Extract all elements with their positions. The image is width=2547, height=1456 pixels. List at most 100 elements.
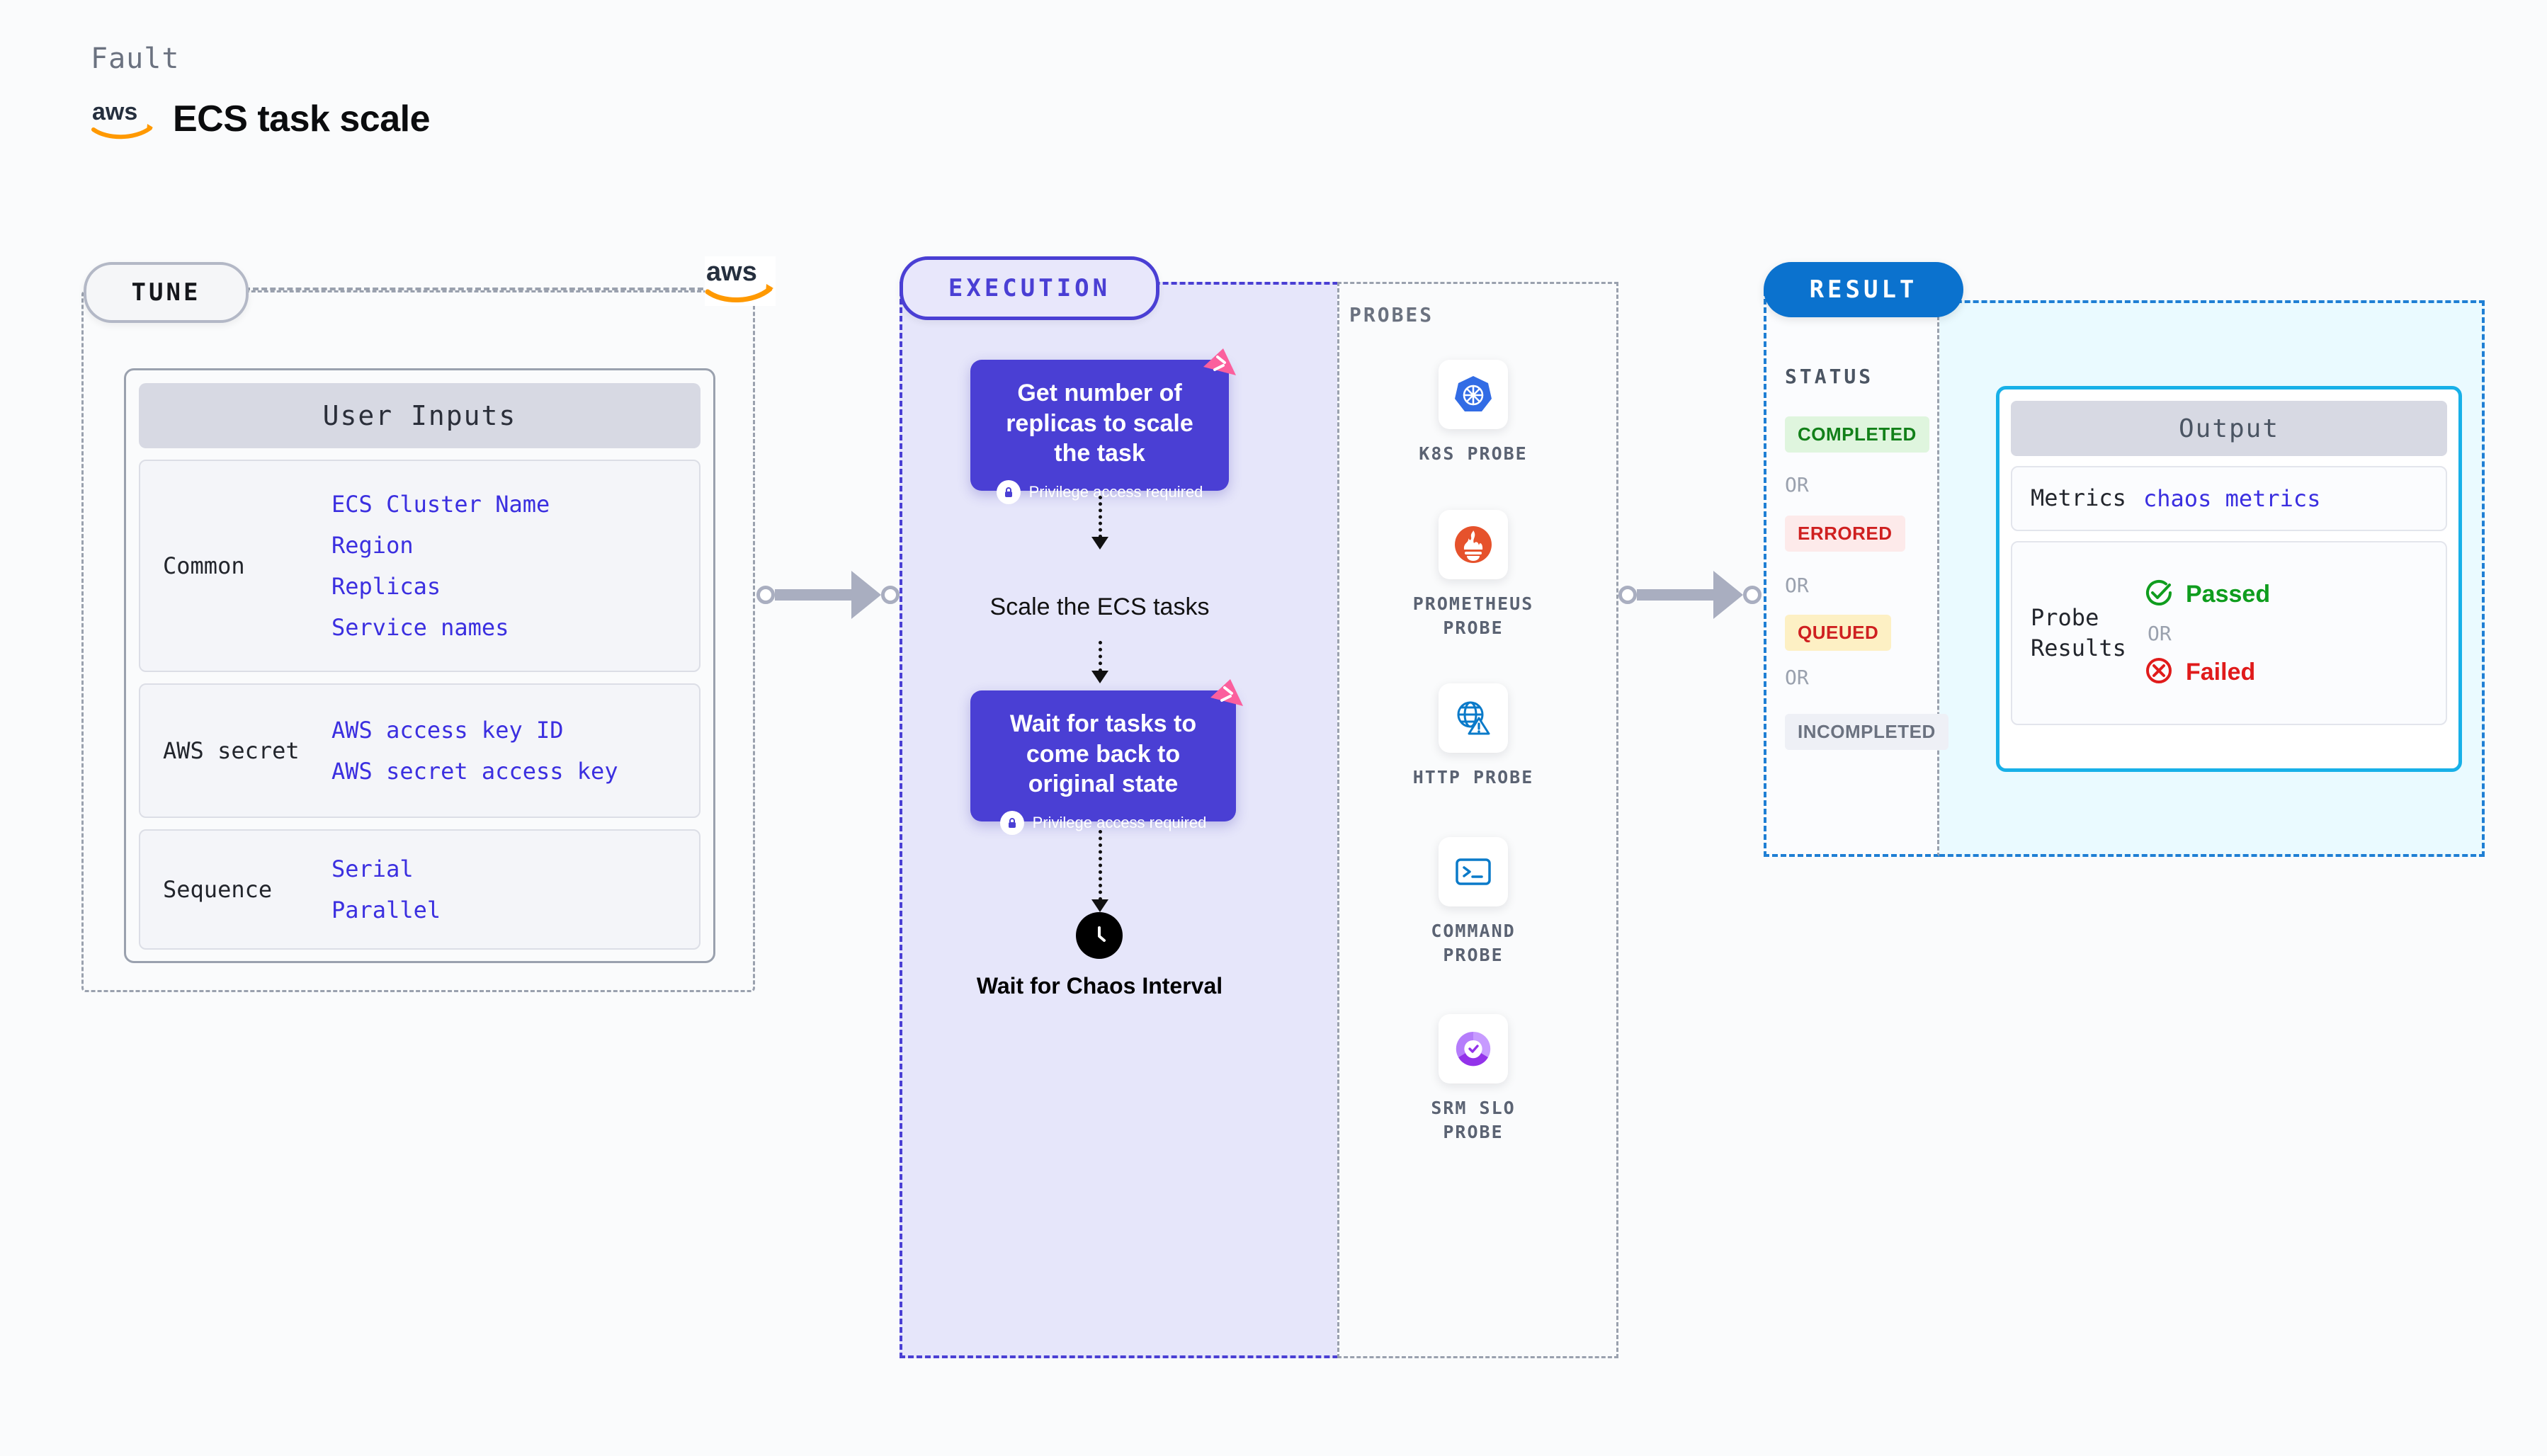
- input-value[interactable]: Serial: [331, 855, 414, 882]
- output-row-metrics: Metrics chaos metrics: [2011, 466, 2447, 531]
- probe-label: HTTP PROBE: [1412, 767, 1534, 787]
- flow-arrow: [1091, 830, 1108, 914]
- probe-label: SRM SLO PROBE: [1431, 1098, 1516, 1142]
- flow-arrow: [1091, 641, 1108, 685]
- http-globe-warning-icon: [1439, 683, 1508, 753]
- input-value[interactable]: Replicas: [331, 573, 441, 600]
- output-row-probe-results: Probe Results Passed OR: [2011, 541, 2447, 725]
- probe-item-http[interactable]: HTTP PROBE: [1402, 683, 1544, 790]
- flow-node-get-replicas[interactable]: Get number of replicas to scale the task…: [970, 348, 1236, 504]
- probe-result-passed: Passed: [2143, 577, 2446, 612]
- flow-node-wait-original-state[interactable]: Wait for tasks to come back to original …: [970, 679, 1243, 835]
- connector-dot: [756, 586, 775, 604]
- prometheus-icon: [1439, 510, 1508, 579]
- kubernetes-icon: [1439, 360, 1508, 429]
- probe-item-k8s[interactable]: K8S PROBE: [1402, 360, 1544, 466]
- input-group-aws-secret: AWS secret AWS access key ID AWS secret …: [139, 683, 700, 818]
- chaos-ribbon-icon: [1199, 347, 1239, 387]
- tune-connector-dash: [244, 288, 712, 290]
- svg-text:aws: aws: [92, 98, 137, 125]
- execution-pill[interactable]: EXECUTION: [900, 256, 1159, 320]
- svg-text:aws: aws: [706, 257, 757, 287]
- tune-pill-label: TUNE: [131, 278, 201, 307]
- srm-slo-icon: [1439, 1014, 1508, 1084]
- input-value[interactable]: AWS access key ID: [331, 717, 564, 744]
- flow-arrow: [1091, 496, 1108, 551]
- result-pill[interactable]: RESULT: [1764, 262, 1963, 317]
- x-circle-icon: [2143, 655, 2174, 690]
- input-value[interactable]: Region: [331, 532, 414, 559]
- probe-results-values: Passed OR Failed: [2143, 577, 2446, 690]
- check-circle-icon: [2143, 577, 2174, 612]
- result-pill-label: RESULT: [1809, 275, 1918, 304]
- probes-panel: [1337, 282, 1618, 1358]
- input-value[interactable]: Parallel: [331, 897, 441, 923]
- chaos-ribbon-icon: [1206, 678, 1246, 717]
- connector-dot: [1743, 586, 1762, 604]
- input-value[interactable]: Service names: [331, 614, 509, 641]
- input-group-label: Sequence: [163, 876, 273, 903]
- probe-item-prometheus[interactable]: PROMETHEUS PROBE: [1402, 510, 1544, 640]
- connector-arrowhead: [851, 571, 881, 619]
- user-inputs-card: User Inputs Common ECS Cluster Name Regi…: [124, 368, 715, 963]
- input-group-common: Common ECS Cluster Name Region Replicas …: [139, 460, 700, 672]
- title-row: aws ECS task scale: [91, 98, 431, 140]
- user-inputs-title: User Inputs: [322, 400, 517, 431]
- probe-results-label: Probe Results: [2031, 603, 2126, 661]
- or-separator: OR: [1785, 473, 1809, 496]
- tune-panel: [81, 290, 755, 992]
- status-title: STATUS: [1785, 365, 1874, 388]
- privilege-note: Privilege access required: [970, 810, 1236, 835]
- privilege-note: Privilege access required: [970, 479, 1229, 504]
- flow-node-title: Get number of replicas to scale the task: [1006, 380, 1193, 467]
- flow-step-label: Scale the ECS tasks: [989, 593, 1210, 620]
- probe-label: PROMETHEUS PROBE: [1412, 593, 1534, 638]
- privilege-text: Privilege access required: [1032, 813, 1207, 831]
- tune-pill[interactable]: TUNE: [84, 262, 249, 323]
- probe-label: K8S PROBE: [1419, 443, 1528, 464]
- connector-tune-to-execution: [756, 570, 900, 620]
- status-badge-queued: QUEUED: [1785, 615, 1892, 651]
- input-value[interactable]: ECS Cluster Name: [331, 491, 550, 518]
- probes-title: PROBES: [1349, 303, 1434, 326]
- fault-eyebrow: Fault: [91, 42, 180, 75]
- result-status-region: [1764, 290, 1939, 857]
- connector-bar: [1637, 589, 1713, 601]
- connector-execution-to-result: [1618, 570, 1762, 620]
- probe-item-command[interactable]: COMMAND PROBE: [1402, 837, 1544, 967]
- output-title: Output: [2178, 414, 2280, 443]
- wait-chaos-interval-label: Wait for Chaos Interval: [976, 973, 1223, 999]
- input-value[interactable]: AWS secret access key: [331, 758, 618, 785]
- input-group-values: ECS Cluster Name Region Replicas Service…: [331, 491, 699, 641]
- input-group-values: AWS access key ID AWS secret access key: [331, 717, 699, 785]
- connector-dot: [1618, 586, 1637, 604]
- input-group-sequence: Sequence Serial Parallel: [139, 829, 700, 950]
- connector-dot: [881, 586, 900, 604]
- or-separator: OR: [2148, 621, 2172, 645]
- status-badge-errored: ERRORED: [1785, 516, 1905, 552]
- status-badge-completed: COMPLETED: [1785, 416, 1929, 453]
- status-badge-incompleted: INCOMPLETED: [1785, 714, 1948, 750]
- metrics-value-wrap: chaos metrics: [2143, 485, 2446, 512]
- clock-icon: [1076, 912, 1123, 959]
- or-separator: OR: [1785, 666, 1809, 689]
- or-separator: OR: [1785, 574, 1809, 597]
- failed-label: Failed: [2186, 658, 2256, 686]
- output-header: Output: [2011, 401, 2447, 456]
- output-card: Output Metrics chaos metrics Probe Resul…: [1996, 386, 2462, 772]
- probe-result-failed: Failed: [2143, 655, 2446, 690]
- input-group-label: Common: [163, 552, 245, 579]
- lock-icon: [996, 479, 1021, 504]
- connector-arrowhead: [1713, 571, 1743, 619]
- privilege-text: Privilege access required: [1028, 482, 1203, 501]
- probe-item-srm-slo[interactable]: SRM SLO PROBE: [1402, 1014, 1544, 1144]
- user-inputs-header: User Inputs: [139, 383, 700, 448]
- page-title: ECS task scale: [173, 98, 431, 140]
- metrics-value[interactable]: chaos metrics: [2143, 485, 2321, 512]
- input-group-label: AWS secret: [163, 737, 300, 764]
- flow-node-title: Wait for tasks to come back to original …: [1009, 710, 1197, 797]
- page-header: Fault aws ECS task scale: [91, 42, 431, 140]
- aws-logo-icon: aws: [91, 98, 156, 140]
- aws-logo-icon: aws: [705, 256, 776, 306]
- probe-label: COMMAND PROBE: [1431, 921, 1516, 965]
